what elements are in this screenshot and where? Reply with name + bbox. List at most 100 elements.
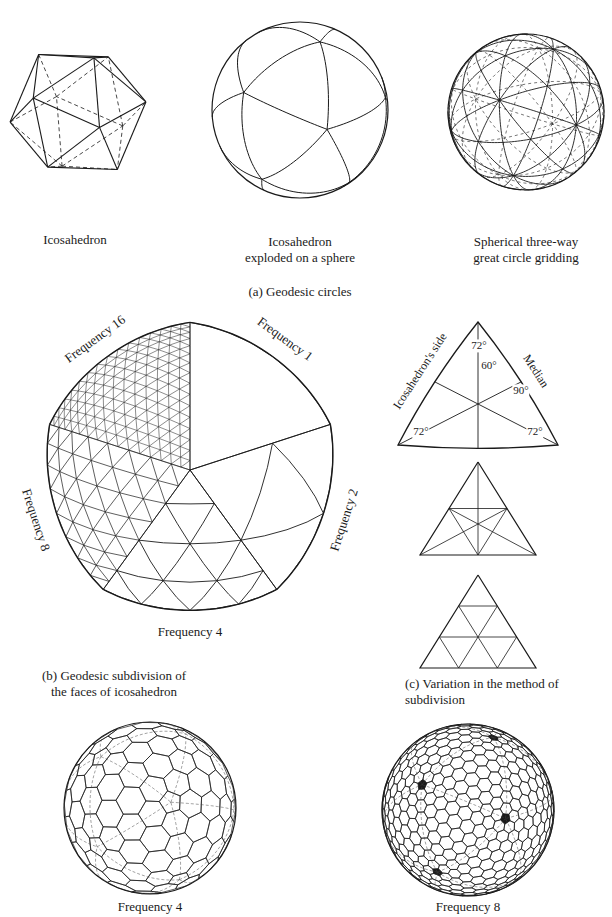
face-outline	[50, 322, 190, 424]
great-circle-hidden	[449, 81, 602, 125]
hexagon-cell	[531, 835, 541, 850]
geodesic-guide	[435, 872, 438, 889]
spherical-triangle	[398, 322, 558, 448]
angle-label: 72°	[470, 339, 487, 352]
hexagon-cell	[518, 827, 528, 842]
hexagon-cell	[382, 802, 384, 814]
median-line	[398, 382, 521, 445]
hexagon-cell	[442, 849, 457, 860]
hexagon-cell	[192, 737, 214, 756]
hexagon-cell	[410, 763, 421, 775]
hexagon-cell	[420, 762, 432, 774]
great-circle-hidden	[451, 66, 587, 184]
great-circle-hidden	[451, 90, 600, 142]
hexagon-cell	[544, 771, 549, 784]
geodesic-guide	[171, 802, 181, 879]
hexagon-cell	[508, 830, 519, 843]
hexagon-cell	[67, 764, 80, 790]
subdivision-line	[478, 509, 507, 556]
hexagon-cell	[394, 791, 402, 804]
hexagon-cell	[518, 769, 530, 783]
hexagon-cell	[132, 722, 162, 728]
hexagon-cell	[152, 726, 179, 739]
geodesic-guide	[411, 743, 422, 785]
hexagon-cell	[488, 772, 502, 785]
geodesic-arc	[320, 42, 328, 129]
hexagon-cell	[140, 826, 171, 852]
geodesic-guide	[234, 799, 236, 810]
icosahedron-edge	[39, 55, 109, 57]
geodesic-arc	[259, 27, 320, 41]
hexagon-cell	[514, 872, 525, 880]
geodesic-guide	[96, 847, 103, 880]
hexagon-cell	[400, 825, 411, 839]
geodesic-guide	[506, 879, 518, 887]
hexagon-cell	[424, 804, 437, 818]
hexagon-cell	[413, 845, 424, 857]
pentagon-cell	[159, 791, 180, 813]
subdivided-face	[47, 424, 190, 589]
hexagon-cell	[408, 851, 418, 862]
subdivision-line	[449, 508, 507, 509]
geodesic-arc	[320, 42, 385, 97]
geodesic-guide	[163, 723, 185, 734]
geodesic-guide	[433, 727, 494, 738]
hexagon-cell	[138, 801, 166, 827]
hexagon-cell	[514, 818, 524, 832]
hexagon-cell	[413, 862, 424, 872]
hexagon-cell	[385, 815, 390, 829]
geodesic-guide	[383, 785, 422, 822]
geodesic-arc	[244, 93, 327, 130]
geodesic-arc	[238, 40, 247, 92]
frequency-label: Frequency 4	[118, 899, 183, 915]
hexagon-cell	[192, 750, 216, 776]
great-circle-hidden	[522, 34, 552, 190]
frequency-label: Frequency 16	[61, 311, 129, 367]
geodesic-guide	[101, 757, 171, 803]
icosahedron-edge	[123, 102, 146, 126]
geodesic-arc	[349, 97, 386, 182]
hexagon-cell	[414, 741, 427, 751]
flat-triangle	[420, 462, 536, 555]
hexagon-cell	[187, 767, 211, 797]
hexagon-cell	[409, 870, 422, 880]
icosahedron-edge	[48, 167, 118, 169]
hexagon-cell	[507, 762, 520, 775]
great-circle-hidden	[457, 78, 601, 176]
icosahedron-figure	[10, 55, 146, 170]
geodesic-arc	[220, 146, 262, 179]
subdivision-line	[449, 509, 478, 556]
hexagon-cell	[92, 729, 117, 744]
geodesic-arc	[262, 179, 350, 193]
hexagon-cell	[82, 814, 103, 838]
hexagon-cell	[125, 880, 155, 891]
geodesic-guide	[233, 810, 235, 824]
geodesic-guide	[179, 810, 234, 880]
hexagon-cell	[521, 837, 532, 851]
hexagon-cell	[390, 841, 397, 854]
icosahedron-edge	[48, 127, 100, 167]
hexagon-cell	[394, 771, 403, 785]
geodesic-guide	[493, 730, 500, 737]
geodesic-guide	[97, 847, 179, 880]
hexagon-cell	[410, 782, 419, 794]
hexagon-cell	[386, 833, 391, 846]
hexagon-cell	[392, 764, 401, 777]
subdivision-line	[439, 637, 458, 668]
subdivision-figure	[47, 322, 333, 610]
subfigure-caption: (b) Geodesic subdivision of the faces of…	[40, 668, 188, 699]
hexagon-cell	[151, 884, 178, 893]
great-circle	[502, 38, 553, 186]
hexagon-cell	[99, 827, 124, 852]
hexagon-cell	[424, 850, 436, 861]
hexagon-cell	[501, 744, 512, 753]
hexagon-cell	[515, 758, 527, 771]
median-line	[420, 509, 507, 556]
hexagon-cell	[513, 737, 525, 747]
hexagon-cell	[176, 874, 200, 888]
sphere-outline	[64, 722, 236, 894]
icosahedron-edge	[100, 102, 146, 127]
icosahedron-edge	[108, 57, 122, 126]
